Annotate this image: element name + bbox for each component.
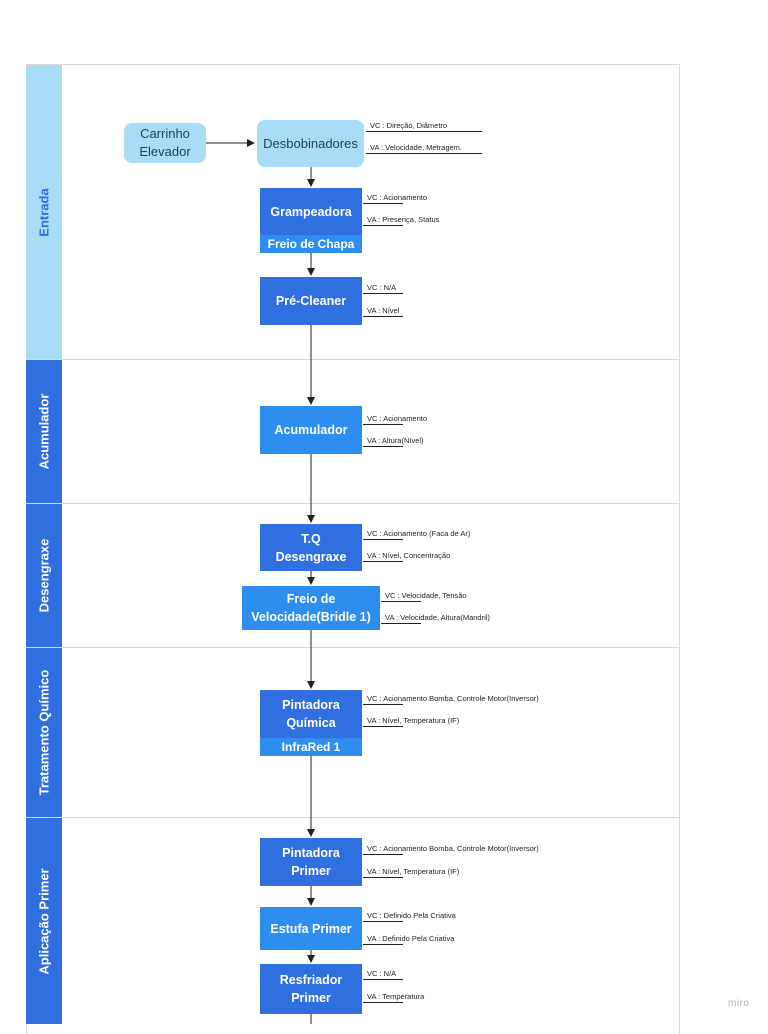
miro-watermark: miro — [728, 998, 750, 1009]
node-infrared-1[interactable]: InfraRed 1 — [260, 738, 362, 756]
node-freio-de-chapa[interactable]: Freio de Chapa — [260, 235, 362, 253]
lane-label-acumulador: Acumulador — [26, 360, 62, 503]
node-pintadora-primer[interactable]: Pintadora Primer — [260, 838, 362, 886]
note-estufa-vc: VC : Definido Pela Criativa — [363, 911, 456, 922]
node-label: Acumulador — [274, 423, 348, 437]
node-tq-desengraxe[interactable]: T.Q Desengraxe — [260, 524, 362, 571]
lane-label-aplicacao-primer: Aplicação Primer — [26, 818, 62, 1024]
note-freio-va: VA : Velocidade, Altura(Mandril) — [381, 613, 490, 624]
node-label: Estufa Primer — [270, 921, 352, 936]
note-resfriador-va: VA : Temperatura — [363, 992, 424, 1003]
note-acumulador-va: VA : Altura(Nível) — [363, 436, 424, 447]
node-label: Freio de — [286, 592, 336, 606]
note-pintadora-primer-vc: VC : Acionamento Bomba, Controle Motor(I… — [363, 844, 539, 855]
note-precleaner-va: VA : Nível — [363, 306, 403, 317]
node-label: Pintadora — [282, 698, 340, 712]
lane-label-desengraxe: Desengraxe — [26, 504, 62, 647]
lane-label-entrada: Entrada — [26, 65, 62, 359]
node-pintadora-quimica[interactable]: Pintadora Química — [260, 690, 362, 738]
lane-label-tratamento-quimico: Tratamento Químico — [26, 648, 62, 817]
note-tq-va: VA : Nível, Concentração — [363, 551, 450, 562]
node-estufa-primer[interactable]: Estufa Primer — [260, 907, 362, 950]
note-estufa-va: VA : Definido Pela Criativa — [363, 934, 454, 945]
node-label: Pré-Cleaner — [275, 294, 347, 308]
node-label: Química — [286, 716, 336, 730]
lane-divider — [26, 503, 680, 504]
node-label: Carrinho — [140, 126, 190, 141]
node-label: Elevador — [139, 144, 191, 159]
node-carrinho-elevador[interactable]: Carrinho Elevador — [124, 123, 206, 163]
note-desbobinadores-vc: VC : Direção, Diâmetro — [366, 121, 482, 132]
note-acumulador-vc: VC : Acionamento — [363, 414, 427, 425]
note-pintadora-quimica-va: VA : Nível, Temperatura (IF) — [363, 716, 459, 727]
node-pre-cleaner[interactable]: Pré-Cleaner — [260, 277, 362, 325]
note-pintadora-primer-va: VA : Nível, Temperatura (IF) — [363, 867, 459, 878]
note-precleaner-vc: VC : N/A — [363, 283, 403, 294]
node-label: Resfriador — [279, 973, 343, 987]
lane-divider — [26, 359, 680, 360]
lane-divider — [26, 817, 680, 818]
note-resfriador-vc: VC : N/A — [363, 969, 403, 980]
node-desbobinadores[interactable]: Desbobinadores — [257, 120, 364, 167]
node-label: T.Q — [301, 531, 321, 546]
node-label: Primer — [291, 991, 331, 1005]
note-grampeadora-va: VA : Presença, Status — [363, 215, 439, 226]
lane-divider — [26, 647, 680, 648]
node-label: Grampeadora — [270, 204, 352, 219]
note-pintadora-quimica-vc: VC : Acionamento Bomba, Controle Motor(I… — [363, 694, 539, 705]
node-label: Primer — [291, 864, 331, 878]
node-label: Pintadora — [282, 846, 340, 860]
node-acumulador[interactable]: Acumulador — [260, 406, 362, 454]
note-freio-vc: VC : Velocidade, Tensão — [381, 591, 467, 602]
note-desbobinadores-va: VA : Velocidade, Metragem. — [366, 143, 482, 154]
note-grampeadora-vc: VC : Acionamento — [363, 193, 427, 204]
node-label: Desbobinadores — [263, 135, 358, 151]
node-grampeadora[interactable]: Grampeadora — [260, 188, 362, 235]
node-resfriador-primer[interactable]: Resfriador Primer — [260, 964, 362, 1014]
node-label: Desengraxe — [275, 549, 347, 564]
node-freio-de-velocidade[interactable]: Freio de Velocidade(Bridle 1) — [242, 586, 380, 630]
note-tq-vc: VC : Acionamento (Faca de Ar) — [363, 529, 470, 540]
node-label: Velocidade(Bridle 1) — [251, 610, 371, 624]
